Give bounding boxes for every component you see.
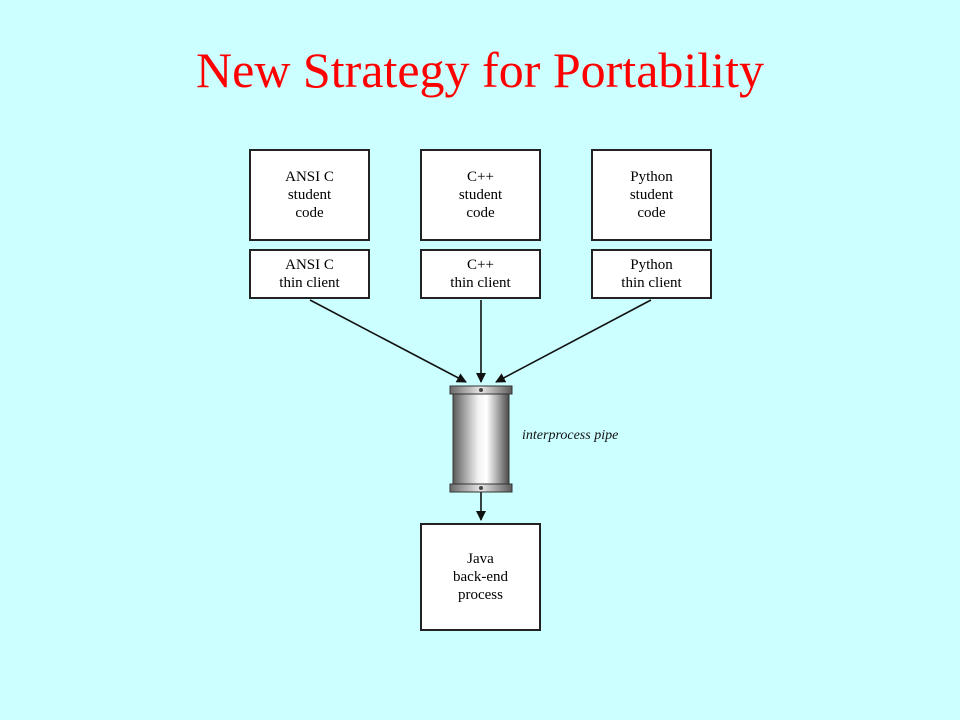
box-line: C++: [467, 169, 494, 185]
box-line: student: [287, 187, 332, 203]
box-line: Python: [630, 169, 673, 185]
box-line: code: [295, 205, 324, 221]
pipe-cylinder-icon: [449, 385, 513, 493]
python-thin-client-box: Python thin client: [591, 249, 712, 299]
arrow-python-to-pipe: [495, 299, 652, 383]
java-backend-box: Java back-end process: [420, 523, 541, 631]
arrow-ansi-c-to-pipe: [309, 299, 467, 383]
box-line: thin client: [450, 275, 511, 291]
box-line: thin client: [621, 275, 682, 291]
box-line: student: [458, 187, 503, 203]
cpp-student-code-box: C++ student code: [420, 149, 541, 241]
box-line: thin client: [279, 275, 340, 291]
python-student-code-box: Python student code: [591, 149, 712, 241]
cpp-thin-client-box: C++ thin client: [420, 249, 541, 299]
slide-title: New Strategy for Portability: [196, 42, 764, 98]
box-line: ANSI C: [285, 257, 334, 273]
box-line: process: [458, 587, 503, 603]
pipe-label: interprocess pipe: [522, 428, 619, 443]
box-line: code: [466, 205, 495, 221]
ansi-c-thin-client-box: ANSI C thin client: [249, 249, 370, 299]
box-line: Java: [467, 551, 494, 567]
box-line: code: [637, 205, 666, 221]
box-line: Python: [630, 257, 673, 273]
box-line: student: [629, 187, 674, 203]
ansi-c-student-code-box: ANSI C student code: [249, 149, 370, 241]
box-line: back-end: [453, 569, 508, 585]
box-line: C++: [467, 257, 494, 273]
box-line: ANSI C: [285, 169, 334, 185]
